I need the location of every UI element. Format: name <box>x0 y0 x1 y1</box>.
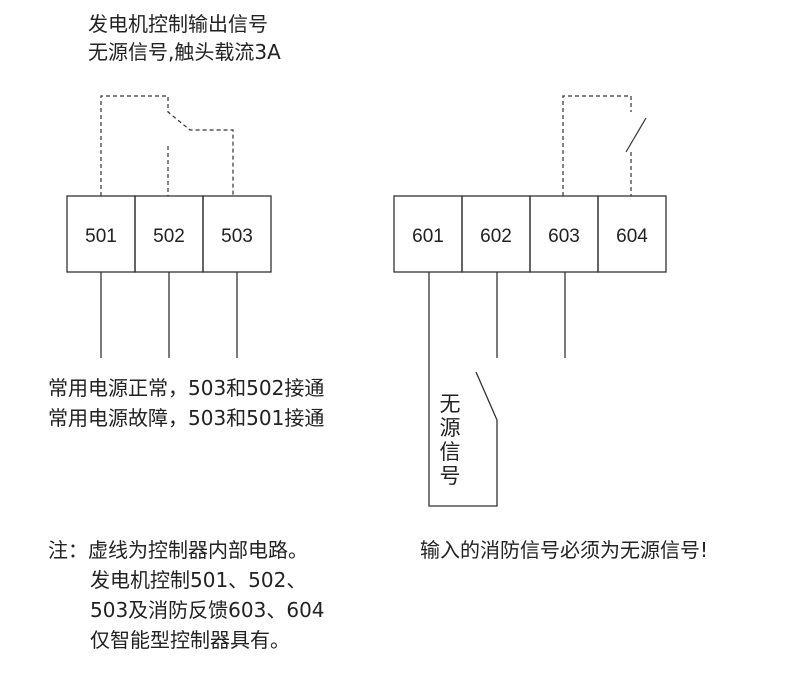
terminal-label-604: 604 <box>616 226 648 247</box>
fault-power-status: 常用电源故障，503和501接通 <box>48 406 325 430</box>
terminal-label-503: 503 <box>221 226 253 247</box>
terminal-label-603: 603 <box>548 226 580 247</box>
right-terminal-block: 601 602 603 604 <box>393 195 667 273</box>
terminal-label-602: 602 <box>480 226 512 247</box>
left-output-wires <box>100 272 238 358</box>
terminal-label-502: 502 <box>153 226 185 247</box>
terminal-label-601: 601 <box>412 226 444 247</box>
terminal-label-501: 501 <box>85 226 117 247</box>
note-line-3: 503及消防反馈603、604 <box>90 598 325 622</box>
normal-power-status: 常用电源正常，503和502接通 <box>48 376 325 400</box>
note-line-2: 发电机控制501、502、 <box>90 568 307 592</box>
passive-signal-label: 无源信号 <box>439 392 461 488</box>
fire-input-requirement: 输入的消防信号必须为无源信号! <box>420 538 709 562</box>
generator-relay-internal-circuit <box>100 95 234 196</box>
note-line-4: 仅智能型控制器具有。 <box>90 628 290 652</box>
terminal-604 <box>597 195 667 273</box>
generator-output-subtitle: 无源信号,触头载流3A <box>88 40 281 64</box>
left-terminal-block: 501 502 503 <box>66 195 272 273</box>
fire-feedback-internal-circuit <box>562 95 647 196</box>
fire-signal-wiring <box>428 272 566 507</box>
generator-output-title: 发电机控制输出信号 <box>88 12 268 36</box>
note-line-1: 注：虚线为控制器内部电路。 <box>48 538 308 562</box>
